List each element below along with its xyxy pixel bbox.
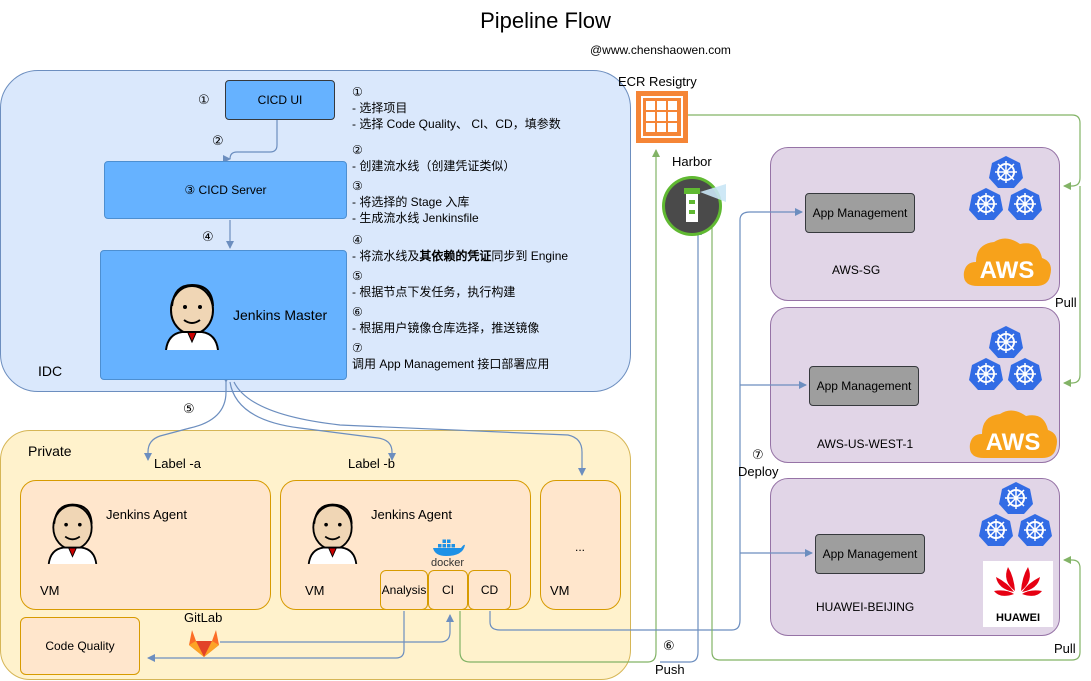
step-2-marker: ②: [212, 133, 224, 148]
docker-icon: [433, 539, 465, 556]
note-7-num: ⑦: [352, 341, 363, 355]
ecr-label: ECR Resigtry: [618, 74, 697, 89]
arrow-cd-deploy: [489, 208, 803, 631]
cluster-name-aws-us-west-1: AWS-US-WEST-1: [817, 437, 914, 451]
note-6-line1: - 根据用户镜像仓库选择，推送镜像: [352, 321, 540, 335]
harbor-icon[interactable]: [660, 172, 728, 240]
note-1-num: ①: [352, 85, 363, 99]
vm-c-label: VM: [550, 583, 570, 598]
ecr-registry-icon[interactable]: [636, 91, 688, 143]
note-7-line1: 调用 App Management 接口部署应用: [352, 357, 550, 371]
jenkins-master-box[interactable]: [100, 250, 347, 380]
label-a: Label -a: [154, 456, 201, 471]
note-1-line1: - 选择项目: [352, 101, 408, 115]
pull-top-label: Pull: [1055, 295, 1077, 310]
svg-text:HUAWEI: HUAWEI: [996, 612, 1040, 624]
arrow-gitlab-to-ci: [220, 614, 454, 643]
vm-c-box[interactable]: [540, 480, 621, 610]
note-4-num: ④: [352, 233, 363, 247]
huawei-logo: HUAWEI: [983, 561, 1053, 627]
cicd-server-box[interactable]: ③ CICD Server: [104, 161, 347, 219]
aws-cloud-logo-us: AWS: [969, 410, 1057, 458]
arrow-harbor-pull-huawei: [711, 228, 1081, 661]
note-1-line2: - 选择 Code Quality、 CI、CD，填参数: [352, 117, 561, 131]
arrow-master-to-agent-a: [144, 375, 230, 461]
cluster-name-huawei-beijing: HUAWEI-BEIJING: [816, 600, 915, 614]
kubernetes-icon-group-us: [969, 326, 1042, 390]
jenkins-agent-a-icon: [47, 503, 98, 564]
ci-stage[interactable]: CI: [428, 570, 468, 610]
step-notes: ① - 选择项目 - 选择 Code Quality、 CI、CD，填参数 ② …: [352, 84, 568, 372]
step-1-marker: ①: [198, 92, 210, 107]
vm-b-label: VM: [305, 583, 325, 598]
step-5-marker: ⑤: [183, 401, 195, 416]
cd-stage[interactable]: CD: [468, 570, 511, 610]
app-management-huawei-beijing[interactable]: App Management: [815, 534, 925, 574]
arrow-ecr-pull-us: [1063, 186, 1081, 387]
note-5-num: ⑤: [352, 269, 363, 283]
step-6-marker: ⑥: [663, 638, 675, 653]
note-3-line1: - 将选择的 Stage 入库: [352, 195, 470, 209]
arrow-master-to-agent-b: [229, 381, 396, 461]
vm-c-dots: ...: [575, 540, 586, 554]
note-4-line1: - 将流水线及其依赖的凭证同步到 Engine: [352, 249, 569, 263]
arrow-ui-to-server: [226, 120, 278, 160]
aws-cloud-logo-sg: AWS: [963, 238, 1051, 286]
app-management-aws-sg[interactable]: App Management: [805, 193, 915, 233]
jenkins-agent-b-icon: [307, 503, 358, 564]
step-7-marker: ⑦: [752, 447, 764, 462]
note-6-num: ⑥: [352, 305, 363, 319]
docker-label: docker: [431, 557, 465, 569]
cicd-ui-box[interactable]: CICD UI: [225, 80, 335, 120]
vm-a-label: VM: [40, 583, 60, 598]
deploy-label: Deploy: [738, 464, 779, 479]
gitlab-icon: [189, 630, 219, 657]
arrow-master-to-vm: [233, 381, 586, 476]
code-quality-box[interactable]: Code Quality: [20, 617, 140, 675]
arrow-ecr-pull-sg: [688, 114, 1081, 190]
jenkins-agent-b-label: Jenkins Agent: [371, 507, 452, 522]
kubernetes-icon-group-huawei: [979, 482, 1052, 546]
cluster-name-aws-sg: AWS-SG: [832, 263, 881, 277]
gitlab-label: GitLab: [184, 610, 223, 625]
analysis-stage[interactable]: Analysis: [380, 570, 428, 610]
pull-bottom-label: Pull: [1054, 641, 1076, 656]
watermark: @www.chenshaowen.com: [590, 43, 731, 57]
note-5-line1: - 根据节点下发任务，执行构建: [352, 285, 516, 299]
page-title: Pipeline Flow: [480, 8, 611, 33]
step-4-marker: ④: [202, 229, 214, 244]
harbor-label: Harbor: [672, 154, 712, 169]
svg-text:AWS: AWS: [986, 429, 1041, 456]
arrow-analysis-to-code-quality: [147, 611, 405, 662]
kubernetes-icon-group-sg: [969, 156, 1042, 220]
note-2-line1: - 创建流水线（创建凭证类似）: [352, 159, 516, 173]
jenkins-agent-a-label: Jenkins Agent: [106, 507, 187, 522]
arrow-ci-push-ecr: [459, 149, 660, 663]
note-3-line2: - 生成流水线 Jenkinsfile: [352, 211, 479, 225]
idc-label: IDC: [38, 363, 63, 379]
note-2-num: ②: [352, 143, 363, 157]
note-3-num: ③: [352, 179, 363, 193]
app-management-aws-us-west-1[interactable]: App Management: [809, 366, 919, 406]
private-label: Private: [28, 443, 72, 459]
arrow-ci-push-harbor: [660, 227, 702, 663]
push-label: Push: [655, 662, 685, 677]
jenkins-master-label: Jenkins Master: [233, 307, 328, 323]
jenkins-master-icon: [165, 283, 219, 350]
label-b: Label -b: [348, 456, 395, 471]
svg-text:AWS: AWS: [980, 257, 1035, 284]
